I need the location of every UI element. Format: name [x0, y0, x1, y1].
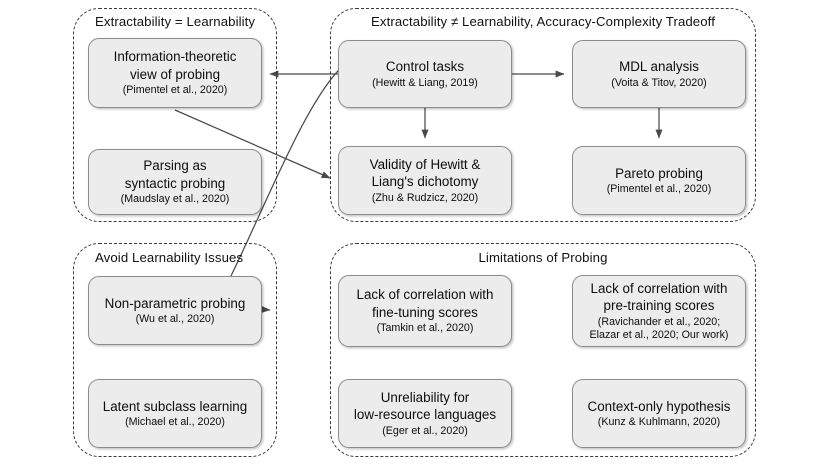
node-title: Lack of correlation with pre-training sc… [590, 280, 728, 314]
node-citation: (Michael et al., 2020) [125, 416, 225, 428]
node-unreliability-low-resource[interactable]: Unreliability for low-resource languages… [338, 379, 512, 448]
node-citation: (Hewitt & Liang, 2019) [372, 76, 478, 89]
group-limitations-of-probing [330, 243, 756, 457]
node-citation: (Ravichander et al., 2020; Elazar et al.… [589, 315, 729, 342]
node-citation: (Voita & Titov, 2020) [611, 76, 707, 89]
node-lack-correlation-pre-training[interactable]: Lack of correlation with pre-training sc… [572, 275, 746, 347]
group-title-limitations-of-probing: Limitations of Probing [478, 250, 608, 265]
node-title: Context-only hypothesis [587, 398, 731, 414]
node-title: Validity of Hewitt & Liang's dichotomy [369, 156, 481, 190]
node-context-only-hypothesis[interactable]: Context-only hypothesis (Kunz & Kuhlmann… [572, 379, 746, 448]
group-avoid-learnability-issues [73, 243, 277, 457]
node-pareto-probing[interactable]: Pareto probing (Pimentel et al., 2020) [572, 146, 746, 215]
group-title-extractability-equals-learnability: Extractability = Learnability [95, 14, 256, 29]
node-non-parametric-probing[interactable]: Non-parametric probing (Wu et al., 2020) [88, 276, 262, 345]
node-citation: (Zhu & Rudzicz, 2020) [371, 191, 479, 204]
group-extractability-equals-learnability [73, 8, 277, 222]
node-title: Latent subclass learning [102, 398, 248, 414]
node-title: Non-parametric probing [104, 295, 246, 311]
node-citation: (Pimentel et al., 2020) [122, 84, 228, 97]
node-control-tasks[interactable]: Control tasks (Hewitt & Liang, 2019) [338, 40, 512, 108]
node-title: Lack of correlation with fine-tuning sco… [356, 287, 494, 320]
node-lack-correlation-fine-tuning[interactable]: Lack of correlation with fine-tuning sco… [338, 275, 512, 347]
node-title: MDL analysis [619, 59, 699, 74]
node-latent-subclass-learning[interactable]: Latent subclass learning (Michael et al.… [88, 379, 262, 448]
node-title: Unreliability for low-resource languages [353, 389, 497, 423]
group-title-extractability-not-learnability: Extractability ≠ Learnability, Accuracy-… [371, 14, 715, 29]
node-title: Control tasks [385, 59, 465, 74]
node-information-theoretic-view[interactable]: Information-theoretic view of probing (P… [88, 38, 262, 108]
node-citation: (Kunz & Kuhlmann, 2020) [597, 416, 721, 428]
node-citation: (Eger et al., 2020) [382, 424, 468, 437]
node-parsing-as-syntactic-probing[interactable]: Parsing as syntactic probing (Maudslay e… [88, 149, 262, 215]
node-title: Information-theoretic view of probing [113, 49, 237, 82]
node-title: Parsing as syntactic probing [124, 158, 226, 191]
group-title-avoid-learnability-issues: Avoid Learnability Issues [95, 250, 244, 265]
node-citation: (Maudslay et al., 2020) [120, 193, 230, 206]
node-citation: (Wu et al., 2020) [135, 313, 215, 325]
node-citation: (Pimentel et al., 2020) [606, 183, 712, 195]
group-extractability-not-learnability [330, 8, 756, 222]
node-title: Pareto probing [615, 165, 703, 181]
node-citation: (Tamkin et al., 2020) [376, 322, 474, 335]
node-validity-of-hewitt-liang-dichotomy[interactable]: Validity of Hewitt & Liang's dichotomy (… [338, 146, 512, 215]
node-mdl-analysis[interactable]: MDL analysis (Voita & Titov, 2020) [572, 40, 746, 108]
